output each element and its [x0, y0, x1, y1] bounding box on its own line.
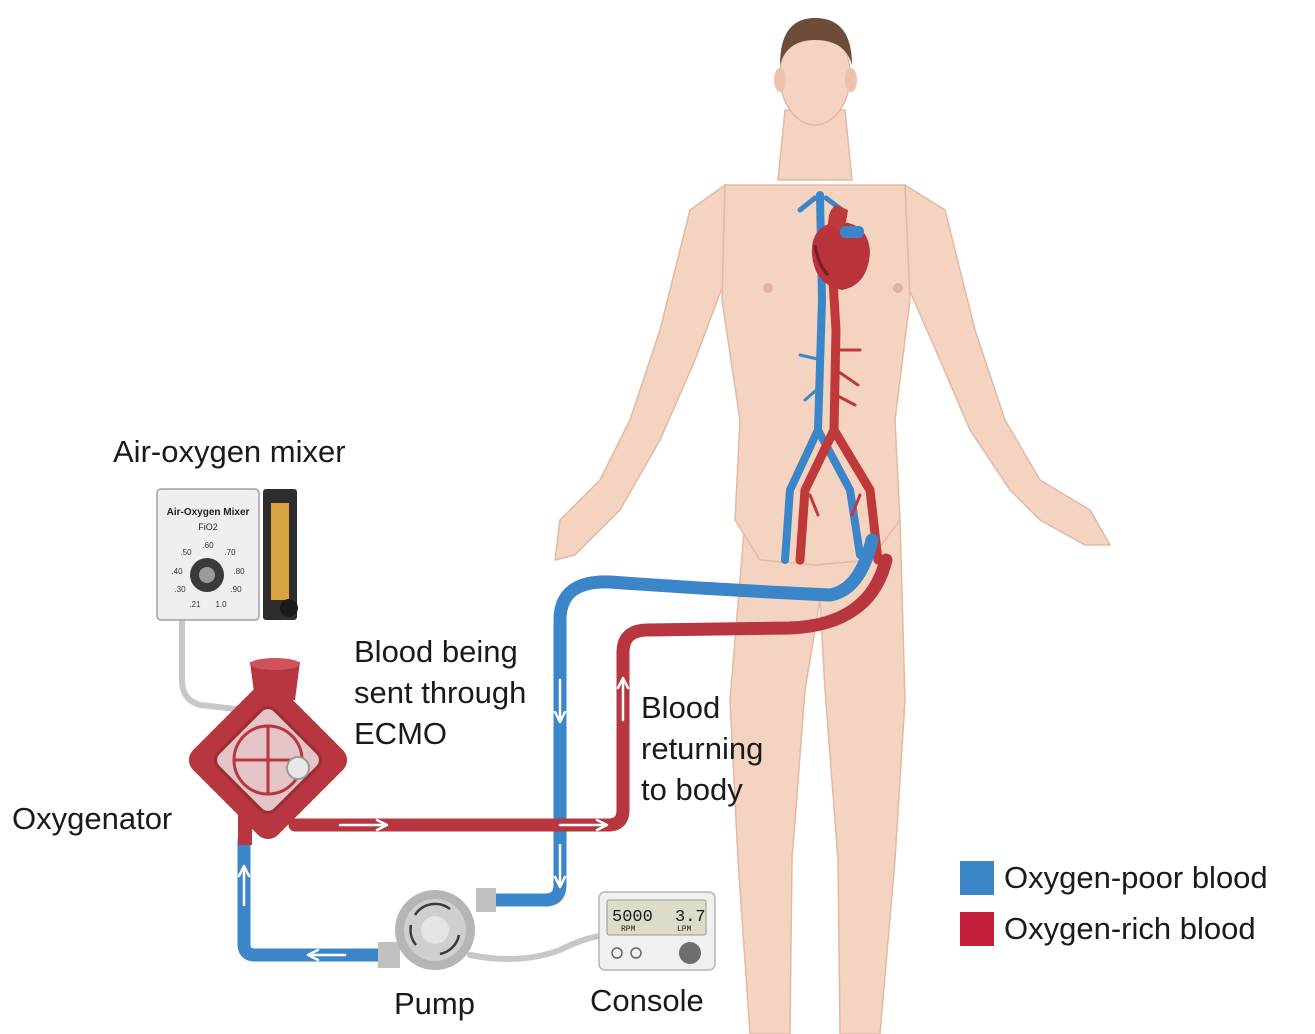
scale-tick: .30	[174, 585, 186, 594]
mixer-device-title: Air-Oxygen Mixer	[167, 507, 250, 518]
blood-sent-line: sent through	[354, 672, 526, 713]
scale-tick: .80	[233, 567, 245, 576]
legend-label: Oxygen-poor blood	[1004, 860, 1268, 896]
console	[599, 892, 715, 970]
scale-tick: .90	[230, 585, 242, 594]
blood-return-line: Blood	[641, 687, 763, 728]
flow-unit: LPM	[677, 925, 692, 934]
scale-tick: 1.0	[215, 600, 227, 609]
blood-return-line: returning	[641, 728, 763, 769]
mixer-device-subtitle: FiO2	[198, 522, 218, 532]
oxygenator	[183, 658, 353, 845]
scale-tick: .70	[224, 548, 236, 557]
blood-return-line: to body	[641, 769, 763, 810]
rpm-unit: RPM	[621, 925, 636, 934]
pump-label: Pump	[394, 983, 475, 1024]
scale-tick: .50	[180, 548, 192, 557]
blood-sent-label: Blood being sent through ECMO	[354, 631, 526, 754]
legend-label: Oxygen-rich blood	[1004, 911, 1256, 947]
scale-tick: .40	[171, 567, 183, 576]
legend-swatch-red	[960, 912, 994, 946]
console-label: Console	[590, 980, 704, 1021]
legend-item-oxygen-poor: Oxygen-poor blood	[960, 860, 1268, 896]
oxygenator-label: Oxygenator	[12, 798, 172, 839]
blood-sent-line: ECMO	[354, 713, 526, 754]
legend-item-oxygen-rich: Oxygen-rich blood	[960, 911, 1256, 947]
scale-tick: .60	[202, 541, 214, 550]
blood-sent-line: Blood being	[354, 631, 526, 672]
legend-swatch-blue	[960, 861, 994, 895]
blood-return-label: Blood returning to body	[641, 687, 763, 810]
mixer-label: Air-oxygen mixer	[113, 431, 346, 472]
scale-tick: .21	[189, 600, 201, 609]
